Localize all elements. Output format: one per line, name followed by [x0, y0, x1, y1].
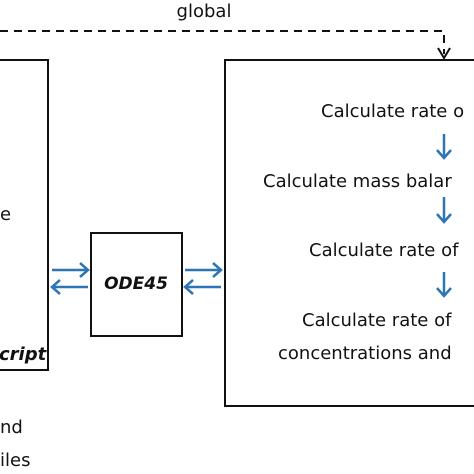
left-box — [0, 59, 49, 371]
bottom-left-text-line1: nd — [0, 417, 23, 438]
process-step-1: Calculate rate o — [321, 101, 465, 122]
process-step-3: Calculate rate of — [309, 240, 459, 261]
left-box-text-fragment: e — [0, 204, 12, 225]
ode45-label: ODE45 — [104, 274, 168, 294]
global-dashed-connector — [0, 30, 445, 54]
step-arrow-2 — [436, 197, 452, 224]
global-arrowhead — [437, 47, 451, 60]
process-step-2: Calculate mass balar — [263, 171, 452, 192]
ode-process-double-arrow — [183, 262, 223, 295]
global-label: global — [176, 1, 232, 22]
process-box — [224, 59, 474, 407]
bottom-left-text-line2: iles — [0, 450, 31, 471]
left-box-script-label: cript — [0, 344, 47, 365]
process-step-4-line1: Calculate rate of — [302, 310, 452, 331]
step-arrow-1 — [436, 134, 452, 160]
process-step-4-line2: concentrations and — [278, 343, 452, 364]
step-arrow-3 — [436, 272, 452, 298]
left-ode-double-arrow — [50, 262, 90, 295]
ode45-box — [90, 232, 183, 337]
